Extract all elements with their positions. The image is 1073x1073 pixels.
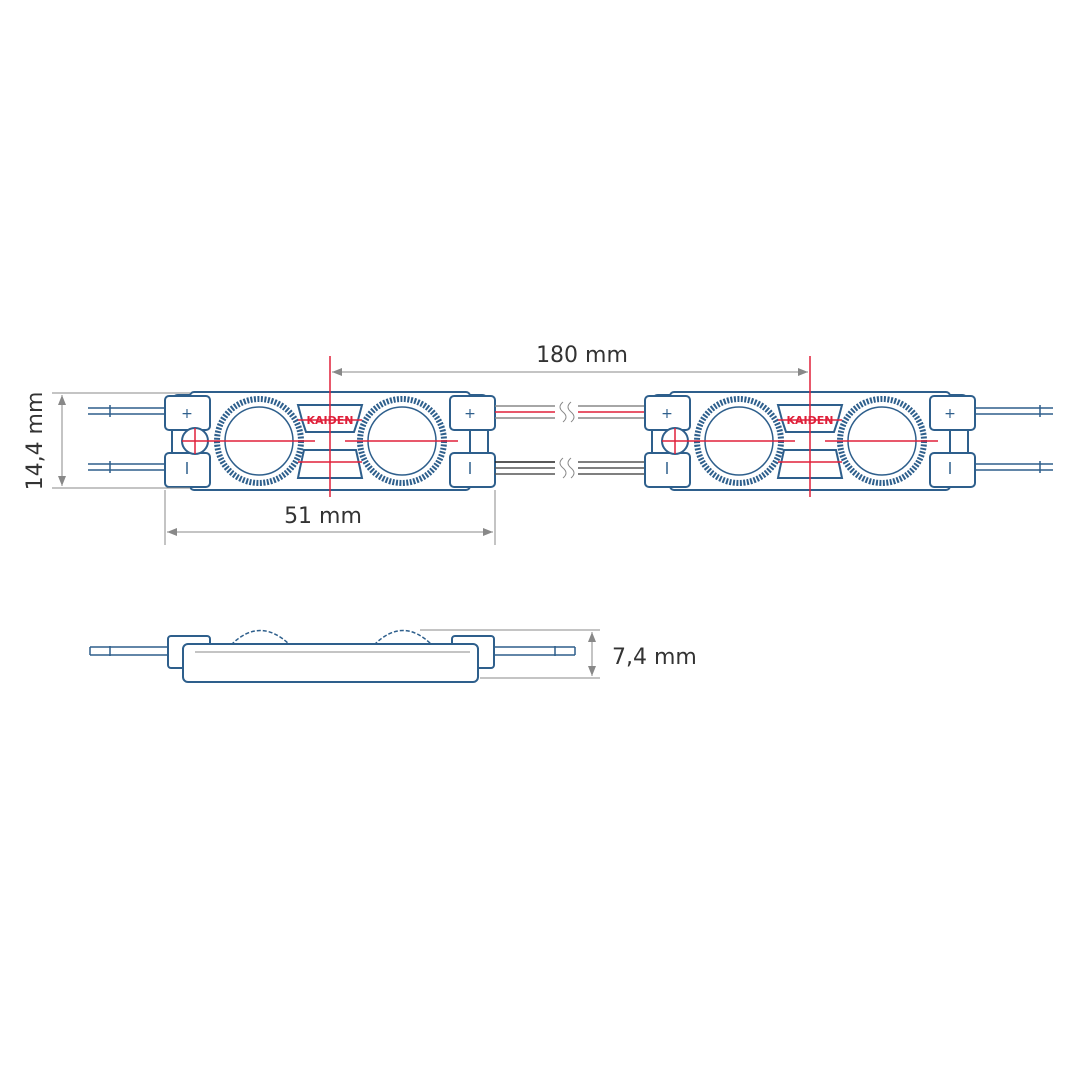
break-symbol <box>559 457 575 479</box>
pitch-dimension: 180 mm <box>332 343 808 376</box>
pitch-label: 180 mm <box>536 343 628 368</box>
width-dimension: 51 mm <box>164 490 496 545</box>
led-module-top-view-2: KAIDEN <box>645 356 1053 497</box>
height-dimension: 14,4 mm <box>23 392 190 491</box>
brand-logo: KAIDEN <box>307 414 354 427</box>
height-label: 14,4 mm <box>23 392 48 491</box>
thickness-label: 7,4 mm <box>612 645 697 670</box>
width-label: 51 mm <box>284 504 362 529</box>
thickness-dimension: 7,4 mm <box>420 629 697 679</box>
break-symbol <box>559 401 575 423</box>
interconnect-wires <box>495 401 645 479</box>
led-module-side-view <box>89 629 576 683</box>
led-module-top-view-1: KAIDEN <box>88 356 495 497</box>
brand-logo: KAIDEN <box>787 414 834 427</box>
